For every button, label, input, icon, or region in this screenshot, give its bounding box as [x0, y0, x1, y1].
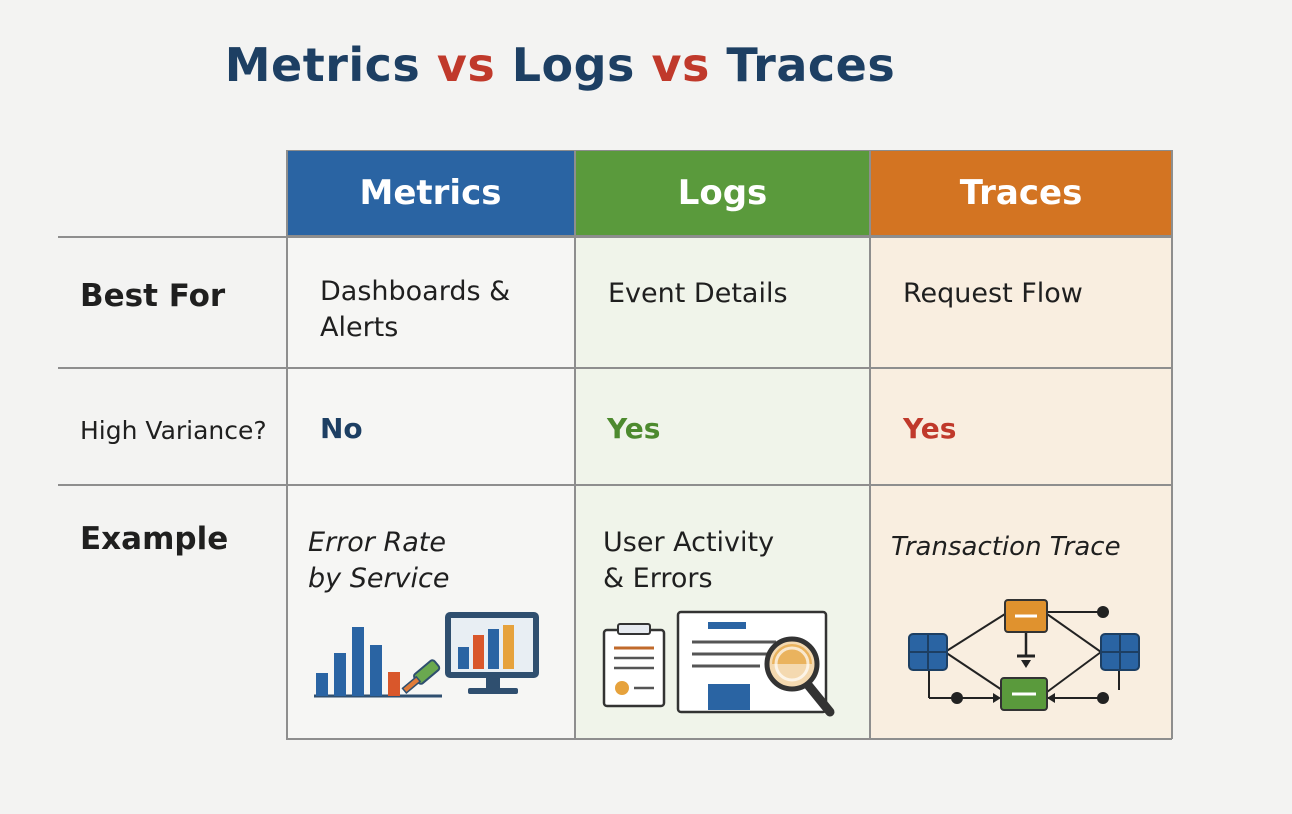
- row-label-best-for: Best For: [80, 278, 226, 314]
- row-label-example: Example: [80, 521, 229, 557]
- grid-line-col2: [869, 150, 871, 739]
- title-traces: Traces: [726, 38, 896, 92]
- grid-line-col3: [1171, 150, 1173, 739]
- example-traces: Transaction Trace: [891, 532, 1121, 562]
- bar-chart-monitor-icon: [314, 612, 539, 698]
- grid-line-header: [58, 236, 1172, 238]
- best-for-metrics-line1: Dashboards &: [320, 276, 511, 307]
- best-for-metrics: Dashboards & Alerts: [320, 274, 510, 346]
- log-documents-magnifier-icon: [602, 610, 835, 717]
- example-logs-line2: & Errors: [603, 563, 713, 594]
- row-label-high-variance: High Variance?: [80, 416, 267, 445]
- title-vs-2: vs: [651, 38, 710, 92]
- grid-line-row2: [58, 484, 1172, 486]
- example-metrics-line1: Error Rate: [308, 527, 446, 558]
- example-metrics-line2: by Service: [308, 563, 450, 594]
- header-metrics: Metrics: [286, 150, 575, 236]
- header-logs: Logs: [575, 150, 870, 236]
- high-variance-logs: Yes: [607, 412, 661, 445]
- header-traces: Traces: [870, 150, 1172, 236]
- best-for-metrics-line2: Alerts: [320, 312, 399, 343]
- page-title: Metrics vs Logs vs Traces: [0, 38, 1120, 92]
- best-for-logs: Event Details: [608, 278, 788, 309]
- high-variance-traces: Yes: [903, 412, 957, 445]
- high-variance-metrics: No: [320, 412, 363, 445]
- grid-line-row1: [58, 367, 1172, 369]
- grid-line-col0: [286, 150, 288, 739]
- best-for-traces: Request Flow: [903, 278, 1083, 309]
- example-metrics: Error Rate by Service: [308, 525, 450, 597]
- title-vs-1: vs: [436, 38, 496, 92]
- trace-flow-diagram-icon: [908, 599, 1140, 711]
- title-logs: Logs: [511, 38, 635, 92]
- grid-line-bottom: [286, 738, 1172, 740]
- grid-line-col1: [574, 150, 576, 739]
- example-logs: User Activity & Errors: [603, 525, 774, 597]
- title-metrics: Metrics: [224, 38, 421, 92]
- example-logs-line1: User Activity: [603, 527, 775, 558]
